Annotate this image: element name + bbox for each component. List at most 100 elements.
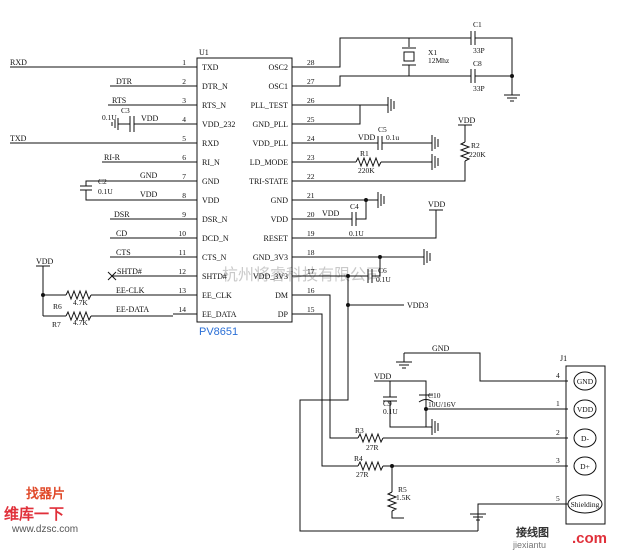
ic-pin-name-right: VDD_3V3 (253, 272, 288, 281)
ic-pin-number-left: 3 (182, 96, 186, 105)
j1-pin-number: 5 (556, 494, 560, 503)
pll-ground (316, 97, 395, 125)
ic-pin-name-right: GND_3V3 (253, 253, 288, 262)
net-shtd: SHTD# (117, 267, 142, 276)
ic-pin-number-left: 12 (179, 267, 187, 276)
c3-value: 0.1U (102, 113, 117, 122)
vdd3-label: VDD3 (407, 301, 428, 310)
net-ri: RI-R (104, 153, 121, 162)
net-rxd: RXD (10, 58, 27, 67)
site-name: 接线图 (516, 525, 549, 539)
c8-ref: C8 (473, 59, 482, 68)
ic-pin-name-left: DCD_N (202, 234, 229, 243)
shield-ground (470, 503, 568, 531)
ic-pin-name-left: SHTD# (202, 272, 227, 281)
c10-ref: C10 (428, 391, 441, 400)
ic-pin-name-right: PLL_TEST (251, 101, 288, 110)
r7-ref: R7 (52, 320, 61, 329)
resistor-r1: R1 220K (316, 149, 439, 175)
ic-pin-name-right: TRI-STATE (249, 177, 288, 186)
c9-value: 0.1U (383, 407, 398, 416)
x1-ref: X1 (428, 48, 437, 57)
r1-value: 220K (358, 166, 375, 175)
capacitor-c2: C2 0.1U GND VDD (80, 171, 173, 201)
r3-value: 27R (366, 443, 379, 452)
ic-pin-name-right: DP (278, 310, 289, 319)
r2-value: 220K (469, 150, 486, 159)
eeprom-pullups: VDD R6 4.7K R7 4.7K (36, 257, 173, 329)
ic-pin-name-right: OSC1 (268, 82, 288, 91)
capacitor-c5: C5 VDD 0.1u (316, 125, 439, 151)
c4-ref: C4 (350, 202, 359, 211)
ic-pin-number-left: 13 (179, 286, 187, 295)
logo-jiexiantu: 接线图 jiexiantu .com (512, 525, 607, 550)
ic-pin-name-right: VDD_PLL (252, 139, 288, 148)
capacitor-c3: C3 0.1U VDD (102, 106, 173, 132)
ic-pin-name-left: EE_CLK (202, 291, 232, 300)
ic-pin-number-right: 28 (307, 58, 315, 67)
j1-pin-number: 1 (556, 399, 560, 408)
logo-url: www.dzsc.com (11, 524, 78, 535)
j1-pin-name: GND (577, 377, 594, 386)
site-com: .com (572, 530, 607, 547)
left-pins: 1TXD2DTR_N3RTS_N4VDD_2325RXD6RI_N7GND8VD… (173, 58, 237, 319)
ic-ref: U1 (199, 48, 209, 57)
c3-ref: C3 (121, 106, 130, 115)
j1-pin-circle (573, 456, 597, 476)
vdd-label-r2: VDD (458, 116, 476, 125)
resistor-r5: R5 1.5K (386, 466, 411, 519)
ic-pin-name-right: RESET (264, 234, 289, 243)
net-dsr: DSR (114, 210, 130, 219)
ic-pin-number-left: 10 (179, 229, 187, 238)
capacitor-c4: C4 VDD 0.1U (316, 198, 368, 238)
ic-pin-number-left: 8 (182, 191, 186, 200)
ic-pin-name-left: EE_DATA (202, 310, 237, 319)
ic-pin-number-left: 5 (182, 134, 186, 143)
ic-pin-number-right: 24 (307, 134, 315, 143)
ic-pin-number-right: 16 (307, 286, 315, 295)
r6-value: 4.7K (73, 298, 88, 307)
ic-pin-number-right: 27 (307, 77, 315, 86)
ic-pin-number-right: 23 (307, 153, 315, 162)
left-signal-nets: RXD DTR RTS TXD RI-R DSR CD CTS SHTD# EE… (10, 58, 173, 314)
ic-pin-number-left: 4 (182, 115, 186, 124)
resistor-r3: R3 27R (355, 426, 568, 452)
r2-ref: R2 (471, 141, 480, 150)
c5-net: VDD (358, 133, 376, 142)
c6-value: 0.1U (376, 275, 391, 284)
c2-vdd-net: VDD (140, 190, 158, 199)
ic-pin-name-right: DM (275, 291, 288, 300)
c2-ref: C2 (98, 177, 107, 186)
ic-pin-name-right: GND (271, 196, 289, 205)
ic-pin-number-right: 17 (307, 267, 315, 276)
ic-pin-number-right: 22 (307, 172, 315, 181)
j1-pin-number: 4 (556, 371, 560, 380)
x1-value: 12Mhz (428, 56, 450, 65)
ic-pin-number-right: 26 (307, 96, 315, 105)
r5-value: 1.5K (396, 493, 411, 502)
ic-pin-number-right: 20 (307, 210, 315, 219)
j1-pin-circle (567, 494, 603, 514)
logo-dzsc: 找器片 维库一下 www.dzsc.com (4, 486, 78, 535)
c9-ref: C9 (383, 399, 392, 408)
c3-net: VDD (141, 114, 159, 123)
net-rts: RTS (112, 96, 126, 105)
ic-pin-name-left: DSR_N (202, 215, 228, 224)
c2-gnd-net: GND (140, 171, 158, 180)
ic-pin-name-right: LD_MODE (250, 158, 288, 167)
net-dtr: DTR (116, 77, 133, 86)
j1-vdd-net: VDD C9 0.1U C10 10U/16V (374, 372, 568, 435)
j1-pin-circle (573, 371, 597, 391)
ic-pin-number-right: 15 (307, 305, 315, 314)
net-ee-clk: EE-CLK (116, 286, 145, 295)
usb-data-routing (299, 294, 478, 532)
ic-pin-number-right: 25 (307, 115, 315, 124)
j1-pin-name: D- (581, 434, 589, 443)
ic-pin-number-right: 21 (307, 191, 315, 200)
ic-pin-name-left: DTR_N (202, 82, 228, 91)
j1-pin-number: 3 (556, 456, 560, 465)
ic-pin-name-left: VDD (202, 196, 220, 205)
ic-pin-number-left: 9 (182, 210, 186, 219)
